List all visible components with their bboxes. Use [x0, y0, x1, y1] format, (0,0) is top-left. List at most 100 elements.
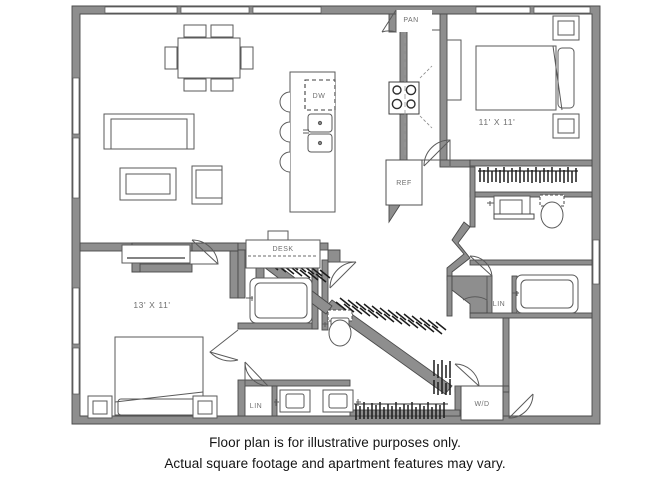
- nightstand-right-bottom-inner: [557, 118, 575, 134]
- bathtub-center-faucet: [246, 296, 253, 301]
- bedroom-right-furniture: [475, 15, 580, 139]
- desk-unit: [245, 230, 321, 269]
- toilet-center-bowl: [328, 319, 352, 347]
- interior-wall-lin-right: [486, 275, 493, 315]
- desk-chair: [267, 230, 289, 241]
- interior-wall-bath-center-bottom: [237, 379, 246, 417]
- vanity-right-faucet: [487, 201, 494, 206]
- desk-surface: [245, 239, 321, 269]
- refrigerator-icon: [385, 159, 423, 206]
- nightstand-left-b-inner: [197, 400, 213, 415]
- range-burner-3: [391, 98, 403, 110]
- sink-drain-bottom: [317, 140, 323, 146]
- interior-wall-bath-divider: [446, 275, 453, 317]
- kitchen-counter-right: [446, 39, 462, 101]
- window-top-5: [533, 6, 591, 14]
- vanity-right-inner: [499, 199, 523, 215]
- pantry-door-panel: [381, 9, 397, 33]
- armchair-seat: [195, 169, 223, 199]
- dining-chair-top-1: [183, 24, 207, 38]
- window-left-3: [72, 287, 80, 345]
- plan-text-labels: 11' X 11' 13' X 11' PAN DW REF DESK LIN …: [133, 17, 514, 410]
- window-top-2: [180, 6, 250, 14]
- bed-right-fold: [552, 45, 563, 111]
- caption-line-2: Actual square footage and apartment feat…: [164, 456, 506, 471]
- closet-hanging-rods: [267, 167, 578, 420]
- coffee-table-inner: [125, 173, 171, 195]
- interior-wall-lin-left: [271, 385, 278, 417]
- closet-clothes-diag-lower: [335, 297, 447, 335]
- vanity-faucet-left: [274, 399, 279, 406]
- window-left-2: [72, 137, 80, 199]
- window-right-1: [592, 239, 600, 285]
- window-left-1: [72, 77, 80, 135]
- label-desk: DESK: [272, 246, 293, 253]
- toilet-right-bowl: [540, 201, 564, 229]
- dining-chair-top-2: [210, 24, 234, 38]
- dining-chair-bottom-1: [183, 78, 207, 92]
- pantry-box: [396, 10, 432, 32]
- label-linen-right: LIN: [493, 301, 505, 308]
- bath-fixtures: [246, 194, 579, 413]
- nightstand-left-a-inner: [92, 400, 108, 415]
- interior-wall-closet-top: [439, 159, 471, 168]
- dining-chair-bottom-2: [210, 78, 234, 92]
- barstool-3: [279, 151, 291, 173]
- sofa-cushions: [110, 118, 188, 150]
- closet-clothes-bottom: [355, 402, 445, 420]
- interior-wall-bath1-bottom: [469, 312, 593, 319]
- interior-wall-closet-angle-a: [327, 249, 341, 263]
- vanity-right-counter: [493, 213, 535, 220]
- dishwasher-icon: [304, 79, 336, 111]
- interior-wall-walkin-bottom: [349, 409, 461, 417]
- nightstand-right-top-inner: [557, 20, 575, 36]
- closet-clothes-right: [479, 167, 577, 183]
- label-refrigerator: REF: [396, 180, 412, 187]
- interior-wall-bedroom1-top2: [131, 263, 193, 273]
- barstool-1: [279, 91, 291, 113]
- door-bath-center-panel: [209, 351, 239, 361]
- bathtub-right-faucet: [512, 291, 519, 296]
- label-washer-dryer: W/D: [474, 401, 489, 408]
- barstool-2: [279, 121, 291, 143]
- window-top-4: [475, 6, 531, 14]
- bed-right: [475, 45, 557, 111]
- interior-wall-tub-bottom: [237, 322, 319, 330]
- dresser-left: [121, 244, 191, 264]
- living-dining-furniture: [103, 24, 254, 205]
- interior-wall-bedroom2-left: [439, 13, 448, 167]
- interior-wall-kitchen-left: [388, 13, 397, 33]
- bathtub-right-inner: [520, 279, 574, 309]
- interior-wall-jog-bath2: [446, 221, 471, 281]
- vanity-faucet-right: [356, 399, 361, 406]
- interior-wall-lin-diag: [451, 275, 488, 314]
- door-lin-right-panel: [469, 255, 493, 277]
- bathtub-center-inner: [254, 282, 308, 319]
- range-clearance-lines: [419, 65, 433, 129]
- bed-left-fold: [114, 391, 204, 403]
- doors: [191, 139, 534, 419]
- interior-wall-bath-center-left: [237, 249, 246, 299]
- interior-wall-entry-left: [502, 317, 510, 417]
- range-burner-2: [405, 84, 417, 96]
- pillow-left: [117, 398, 199, 416]
- interior-wall-bath1-top: [469, 259, 593, 266]
- closet-clothes-vertical-right: [433, 360, 451, 395]
- dining-chair-left: [164, 46, 178, 70]
- sink-drain-top: [317, 120, 323, 126]
- dining-chair-right: [240, 46, 254, 70]
- interior-wall-closet-bottom: [469, 191, 593, 198]
- range-burner-4: [406, 99, 416, 109]
- interior-wall-closet-head: [469, 159, 593, 167]
- vanity-basin-left-inner: [285, 393, 305, 409]
- door-bath-right: [462, 276, 488, 301]
- door-wd-panel: [454, 363, 480, 387]
- door-entry-panel: [508, 393, 534, 419]
- caption: Floor plan is for illustrative purposes …: [0, 432, 670, 474]
- label-linen-left: LIN: [250, 403, 262, 410]
- toilet-center-supply: [322, 322, 328, 327]
- sink-faucet: [303, 129, 309, 134]
- door-walkin-panel: [329, 261, 357, 289]
